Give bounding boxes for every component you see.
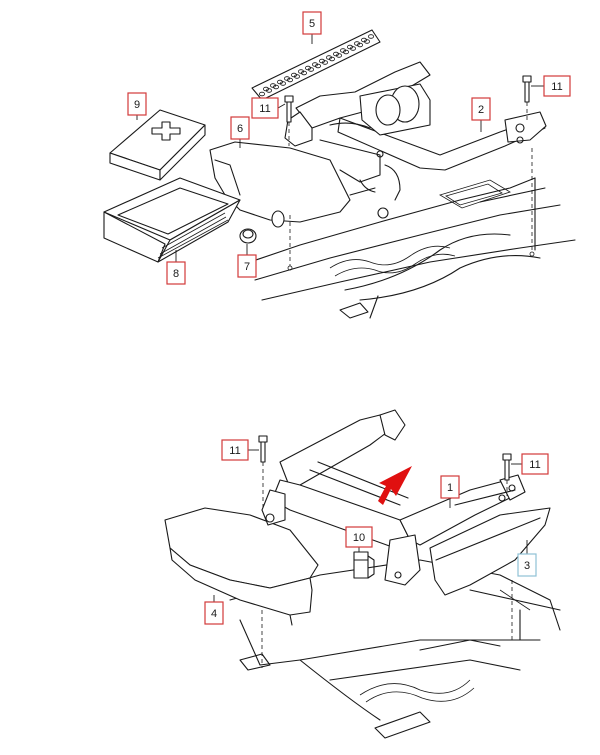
callout-c1: 1 xyxy=(440,475,460,508)
callout-number: 1 xyxy=(447,482,453,494)
callout-number: 10 xyxy=(353,532,365,544)
callout-box xyxy=(237,254,257,278)
honeycomb-cell xyxy=(342,49,349,55)
part-4-cover xyxy=(164,507,319,626)
part-7-plug xyxy=(239,228,257,244)
honeycomb-cell xyxy=(293,74,300,79)
callout-c11d: 11 xyxy=(511,453,549,475)
callout-c3: 3 xyxy=(517,540,537,577)
honeycomb-cell xyxy=(300,70,307,76)
honeycomb-cell xyxy=(328,56,335,62)
callout-box xyxy=(221,439,249,461)
honeycomb-cell xyxy=(356,42,363,48)
screw-top-right xyxy=(522,75,535,257)
callout-c9: 9 xyxy=(127,92,147,120)
seat-frame-bottom xyxy=(261,409,526,586)
callout-number: 7 xyxy=(244,261,250,273)
part-10-clip xyxy=(353,551,375,579)
callout-number: 11 xyxy=(551,81,562,93)
callout-box xyxy=(471,97,491,121)
callout-number: 6 xyxy=(237,123,243,135)
callout-c5: 5 xyxy=(302,11,322,44)
part-9-first-aid-kit xyxy=(109,109,206,181)
honeycomb-cell xyxy=(367,34,374,39)
part-6-cover xyxy=(209,141,351,228)
honeycomb-cell xyxy=(363,39,370,44)
honeycomb-cell xyxy=(286,77,293,83)
callout-number: 3 xyxy=(524,560,530,572)
callout-number: 5 xyxy=(309,18,315,30)
callout-c4: 4 xyxy=(204,595,224,625)
callout-c8: 8 xyxy=(166,250,186,285)
callout-box xyxy=(251,97,279,119)
callout-number: 8 xyxy=(173,268,179,280)
callout-c6: 6 xyxy=(230,116,250,148)
callout-number: 2 xyxy=(478,104,484,116)
callout-box xyxy=(543,75,571,97)
callout-number: 11 xyxy=(259,103,270,115)
callout-box xyxy=(440,475,460,499)
floor-pan-top xyxy=(249,177,576,319)
callout-c10: 10 xyxy=(345,526,373,552)
callout-c11a: 11 xyxy=(251,97,286,119)
honeycomb-cell xyxy=(258,91,265,97)
honeycomb-cell xyxy=(314,63,321,69)
screw-bottom-left xyxy=(258,435,268,668)
callout-box xyxy=(517,553,537,577)
callout-box xyxy=(345,526,373,548)
callout-leader-line xyxy=(277,103,286,109)
callout-box xyxy=(230,116,250,140)
honeycomb-cell xyxy=(321,60,328,65)
callout-c2: 2 xyxy=(471,97,491,132)
callout-box xyxy=(166,261,186,285)
callout-box xyxy=(204,601,224,625)
red-arrow-indicator xyxy=(378,466,412,505)
honeycomb-cell xyxy=(307,67,314,72)
callout-number: 11 xyxy=(229,445,240,457)
honeycomb-cell xyxy=(265,88,272,93)
callout-c11b: 11 xyxy=(531,75,571,97)
seat-frame-top xyxy=(284,61,547,219)
callout-box xyxy=(302,11,322,35)
callout-number: 11 xyxy=(529,459,540,471)
honeycomb-cell xyxy=(272,84,279,90)
callout-c7: 7 xyxy=(237,244,257,278)
callout-number: 4 xyxy=(211,608,217,620)
part-3-side-cover xyxy=(429,507,551,596)
part-8-tray xyxy=(103,177,241,263)
honeycomb-cell xyxy=(349,46,356,51)
callout-box xyxy=(127,92,147,116)
callout-box xyxy=(521,453,549,475)
screw-top-left xyxy=(284,95,294,146)
honeycomb-cell xyxy=(335,53,342,58)
callout-c11c: 11 xyxy=(221,439,259,461)
honeycomb-cell xyxy=(279,81,286,86)
screw-bottom-right xyxy=(502,453,513,640)
part-5-mat xyxy=(251,29,381,101)
callout-number: 9 xyxy=(134,99,140,111)
